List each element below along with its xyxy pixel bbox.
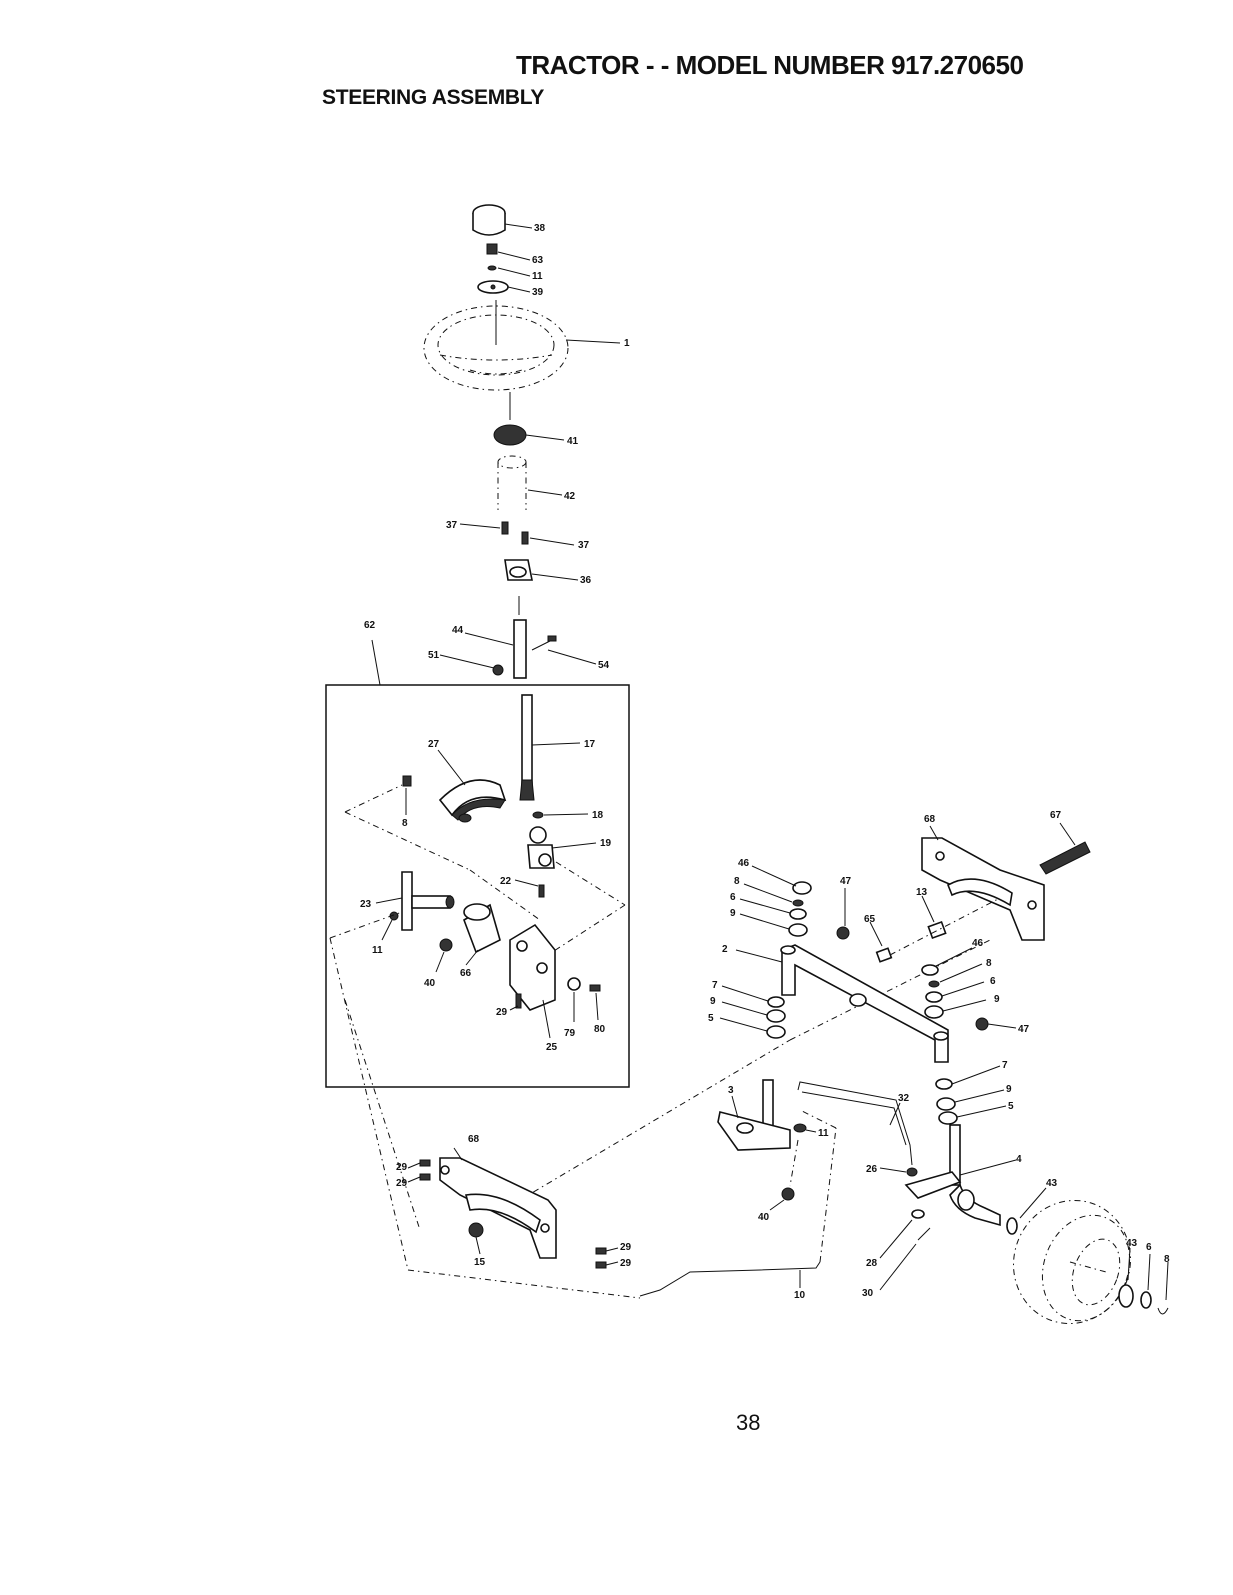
callout-38: 38 xyxy=(534,223,546,234)
callout-51: 51 xyxy=(428,650,440,661)
callout-79: 79 xyxy=(564,1028,576,1039)
callout-5-left: 5 xyxy=(708,1013,714,1024)
callout-29-left-b: 29 xyxy=(396,1178,408,1189)
callout-68-left: 68 xyxy=(468,1134,480,1145)
callout-1: 1 xyxy=(624,338,630,349)
right-spindle-top-hardware xyxy=(922,948,1016,1030)
callout-8-kit: 8 xyxy=(402,818,408,829)
callout-11: 11 xyxy=(532,271,543,282)
pitman-arm-part xyxy=(376,872,454,930)
callout-17: 17 xyxy=(584,739,596,750)
callout-9-right: 9 xyxy=(994,994,1000,1005)
callout-37-left: 37 xyxy=(446,520,458,531)
callout-63: 63 xyxy=(532,255,544,266)
sleeve-part xyxy=(498,456,562,510)
callout-8-left: 8 xyxy=(734,876,740,887)
callout-29-left-a: 29 xyxy=(396,1162,408,1173)
callout-7-left: 7 xyxy=(712,980,718,991)
callout-6-right: 6 xyxy=(990,976,996,987)
callout-39: 39 xyxy=(532,287,544,298)
left-support-bracket-part xyxy=(440,1148,556,1258)
callout-37-right: 37 xyxy=(578,540,590,551)
callout-26: 26 xyxy=(866,1164,878,1175)
callout-7-right: 7 xyxy=(1002,1060,1008,1071)
callout-42: 42 xyxy=(564,491,576,502)
steering-bracket-part xyxy=(510,925,600,1038)
callout-6-wheel: 6 xyxy=(1146,1242,1152,1253)
callout-29-kit: 29 xyxy=(496,1007,508,1018)
callout-8-right: 8 xyxy=(986,958,992,969)
callout-9-left-lower: 9 xyxy=(710,996,716,1007)
callout-11-spindle: 11 xyxy=(818,1128,829,1139)
tie-rod-part xyxy=(798,1082,912,1165)
bearing-part xyxy=(494,425,564,445)
bracket-part xyxy=(460,522,578,580)
callout-80: 80 xyxy=(594,1024,606,1035)
callout-27: 27 xyxy=(428,739,440,750)
callout-9-right-lower: 9 xyxy=(1006,1084,1012,1095)
shaft-coupler-part xyxy=(440,620,596,678)
callout-62: 62 xyxy=(364,620,376,631)
callout-19: 19 xyxy=(600,838,612,849)
gear-housing-part xyxy=(528,812,596,868)
sector-gear-part xyxy=(438,750,505,822)
steering-wheel-part xyxy=(424,300,620,390)
callout-43-wheel: 43 xyxy=(1126,1238,1138,1249)
callout-30: 30 xyxy=(862,1288,874,1299)
callout-28: 28 xyxy=(866,1258,878,1269)
callout-46-right: 46 xyxy=(972,938,984,949)
callout-32: 32 xyxy=(898,1093,910,1104)
callout-18: 18 xyxy=(592,810,604,821)
callout-44: 44 xyxy=(452,625,464,636)
callout-36: 36 xyxy=(580,575,592,586)
callout-3: 3 xyxy=(728,1085,734,1096)
callout-43-top: 43 xyxy=(1046,1178,1058,1189)
callout-25: 25 xyxy=(546,1042,558,1053)
callout-13: 13 xyxy=(916,887,928,898)
callout-5-right: 5 xyxy=(1008,1101,1014,1112)
callout-54: 54 xyxy=(598,660,610,671)
callout-4: 4 xyxy=(1016,1154,1022,1165)
bushing-part xyxy=(464,904,500,965)
left-spindle-lower-hardware xyxy=(720,986,785,1038)
callout-46-left: 46 xyxy=(738,858,750,869)
drag-link-part xyxy=(640,1262,820,1296)
callout-40-kit: 40 xyxy=(424,978,436,989)
steering-shaft-part xyxy=(520,695,580,800)
callout-29-right-b: 29 xyxy=(620,1258,632,1269)
hardware-stack-part xyxy=(478,244,530,293)
callout-6-left: 6 xyxy=(730,892,736,903)
callout-41: 41 xyxy=(567,436,579,447)
right-spindle-part xyxy=(906,1125,1016,1225)
front-wheel-part xyxy=(996,1184,1147,1340)
left-spindle-hardware xyxy=(740,866,849,939)
steering-cap-part xyxy=(473,205,532,235)
callout-11-kit: 11 xyxy=(372,945,383,956)
callout-47-left: 47 xyxy=(840,876,852,887)
page-number: 38 xyxy=(736,1410,760,1436)
callout-10: 10 xyxy=(794,1290,806,1301)
callout-40-spindle: 40 xyxy=(758,1212,770,1223)
callout-67: 67 xyxy=(1050,810,1062,821)
callout-2: 2 xyxy=(722,944,728,955)
callout-66: 66 xyxy=(460,968,472,979)
callout-8-wheel: 8 xyxy=(1164,1254,1170,1265)
callout-22: 22 xyxy=(500,876,512,887)
callout-23: 23 xyxy=(360,899,372,910)
right-support-bracket-part xyxy=(922,823,1090,940)
callout-65: 65 xyxy=(864,914,876,925)
callout-47-right: 47 xyxy=(1018,1024,1030,1035)
callout-68-right: 68 xyxy=(924,814,936,825)
right-spindle-lower-hardware xyxy=(936,1066,1006,1124)
callout-9-left: 9 xyxy=(730,908,736,919)
callout-29-right-a: 29 xyxy=(620,1242,632,1253)
callout-15: 15 xyxy=(474,1257,486,1268)
